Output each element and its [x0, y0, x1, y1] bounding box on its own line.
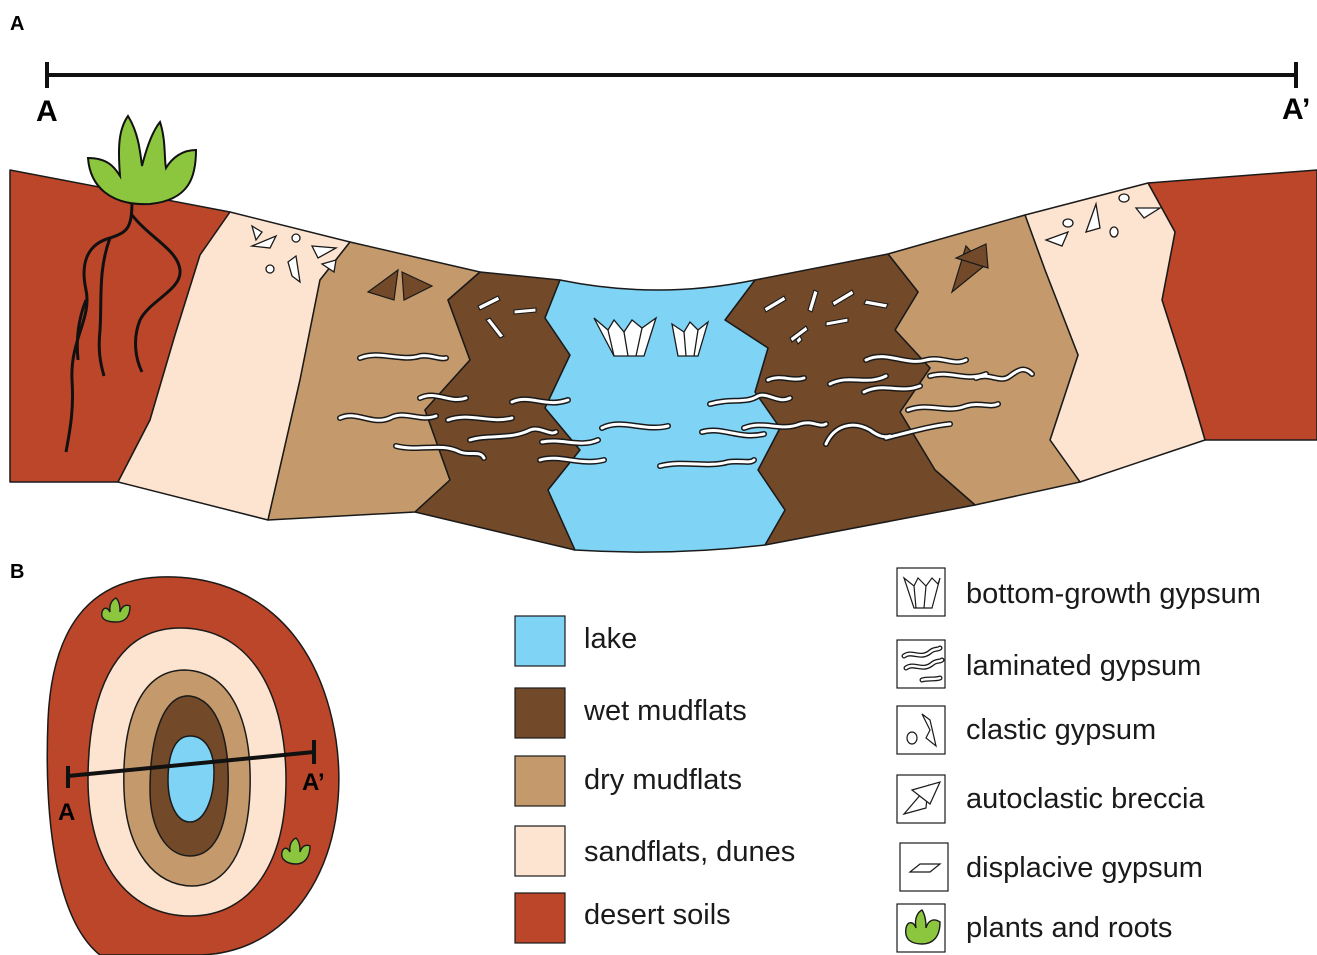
panel-label-b: B: [10, 561, 24, 583]
legend-item-wet-mudflats: wet mudflats: [515, 688, 747, 738]
legend-item-lake: lake: [515, 616, 637, 666]
legend-label-displacive: displacive gypsum: [966, 852, 1203, 884]
legend-item-plants: plants and roots: [897, 904, 1172, 952]
panel-label-a: A: [10, 13, 24, 35]
zone-legend: lake wet mudflats dry mudflats sandflats…: [515, 616, 795, 943]
legend-label-desert-soils: desert soils: [584, 899, 731, 931]
map-section-end-label: A’: [302, 769, 325, 796]
cross-section: [10, 116, 1317, 552]
map-view: A A’: [47, 577, 339, 955]
legend-item-sandflats: sandflats, dunes: [515, 826, 795, 876]
legend-item-displacive: displacive gypsum: [900, 843, 1203, 891]
legend-label-lake: lake: [584, 623, 637, 655]
legend-swatch-sandflats: [515, 826, 565, 876]
legend-label-plants: plants and roots: [966, 912, 1172, 944]
legend-swatch-desert-soils: [515, 893, 565, 943]
legend-item-dry-mudflats: dry mudflats: [515, 756, 742, 806]
legend-swatch-dry-mudflats: [515, 756, 565, 806]
map-lake: [168, 736, 214, 822]
legend-label-autoclastic: autoclastic breccia: [966, 783, 1205, 815]
legend-label-sandflats: sandflats, dunes: [584, 836, 795, 868]
legend-label-bottom-growth: bottom-growth gypsum: [966, 578, 1261, 610]
map-section-start-label: A: [58, 799, 75, 826]
legend-label-clastic: clastic gypsum: [966, 714, 1156, 746]
legend-label-laminated: laminated gypsum: [966, 650, 1201, 682]
legend-item-laminated: laminated gypsum: [897, 640, 1201, 688]
legend-label-wet-mudflats: wet mudflats: [583, 695, 747, 727]
section-end-label: A’: [1282, 93, 1310, 126]
symbol-legend: bottom-growth gypsum laminated gypsum cl…: [897, 568, 1261, 952]
legend-item-autoclastic: autoclastic breccia: [897, 775, 1205, 823]
section-line: [47, 62, 1296, 88]
legend-item-clastic: clastic gypsum: [897, 706, 1156, 754]
legend-item-desert-soils: desert soils: [515, 893, 731, 943]
legend-swatch-lake: [515, 616, 565, 666]
section-start-label: A: [36, 95, 58, 128]
legend-item-bottom-growth: bottom-growth gypsum: [897, 568, 1261, 616]
legend-swatch-wet-mudflats: [515, 688, 565, 738]
legend-label-dry-mudflats: dry mudflats: [584, 764, 742, 796]
